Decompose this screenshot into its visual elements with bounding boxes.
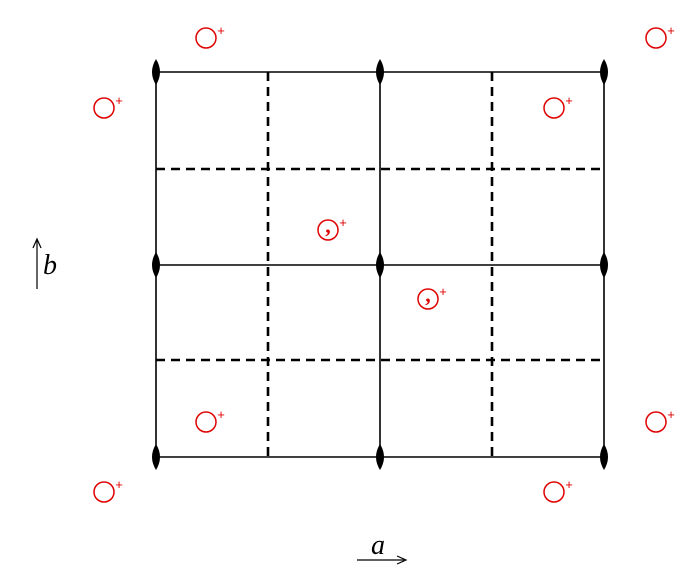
general-position-icon: +	[543, 477, 573, 503]
a-axis-label: a	[371, 530, 385, 561]
plus-sign: +	[439, 284, 447, 299]
comma-mark: ,	[425, 282, 431, 307]
comma-mark: ,	[325, 213, 331, 238]
plus-sign: +	[339, 215, 347, 230]
general-position-icon: +	[195, 407, 225, 433]
general-position-icon: +	[645, 23, 675, 49]
general-position-icon: +	[195, 23, 225, 49]
general-position-icon: +	[93, 93, 123, 119]
two-fold-axis-icon	[376, 252, 384, 278]
plus-sign: +	[217, 23, 225, 38]
b-axis-arrow	[32, 237, 42, 289]
plus-sign: +	[565, 477, 573, 492]
two-fold-axis-icon	[152, 444, 160, 470]
plus-sign: +	[217, 407, 225, 422]
plus-sign: +	[115, 477, 123, 492]
a-axis-arrow	[357, 555, 408, 565]
general-position-icon: +	[543, 93, 573, 119]
plus-sign: +	[667, 407, 675, 422]
two-fold-axis-icon	[376, 444, 384, 470]
two-fold-axis-icon	[376, 59, 384, 85]
general-positions: ++++++++,+,+	[93, 23, 675, 503]
plus-sign: +	[115, 93, 123, 108]
b-axis-label: b	[43, 250, 57, 281]
general-position-icon: +	[93, 477, 123, 503]
enantiomorph-position-icon: ,+	[417, 282, 447, 310]
two-fold-axis-icon	[152, 252, 160, 278]
two-fold-axis-icon	[152, 59, 160, 85]
two-fold-axis-icon	[600, 59, 608, 85]
plus-sign: +	[565, 93, 573, 108]
two-fold-axis-icon	[600, 252, 608, 278]
glide-lines	[156, 72, 604, 457]
two-fold-axis-icon	[600, 444, 608, 470]
two-fold-axes	[152, 59, 608, 470]
plus-sign: +	[667, 23, 675, 38]
general-position-icon: +	[645, 407, 675, 433]
enantiomorph-position-icon: ,+	[317, 213, 347, 241]
